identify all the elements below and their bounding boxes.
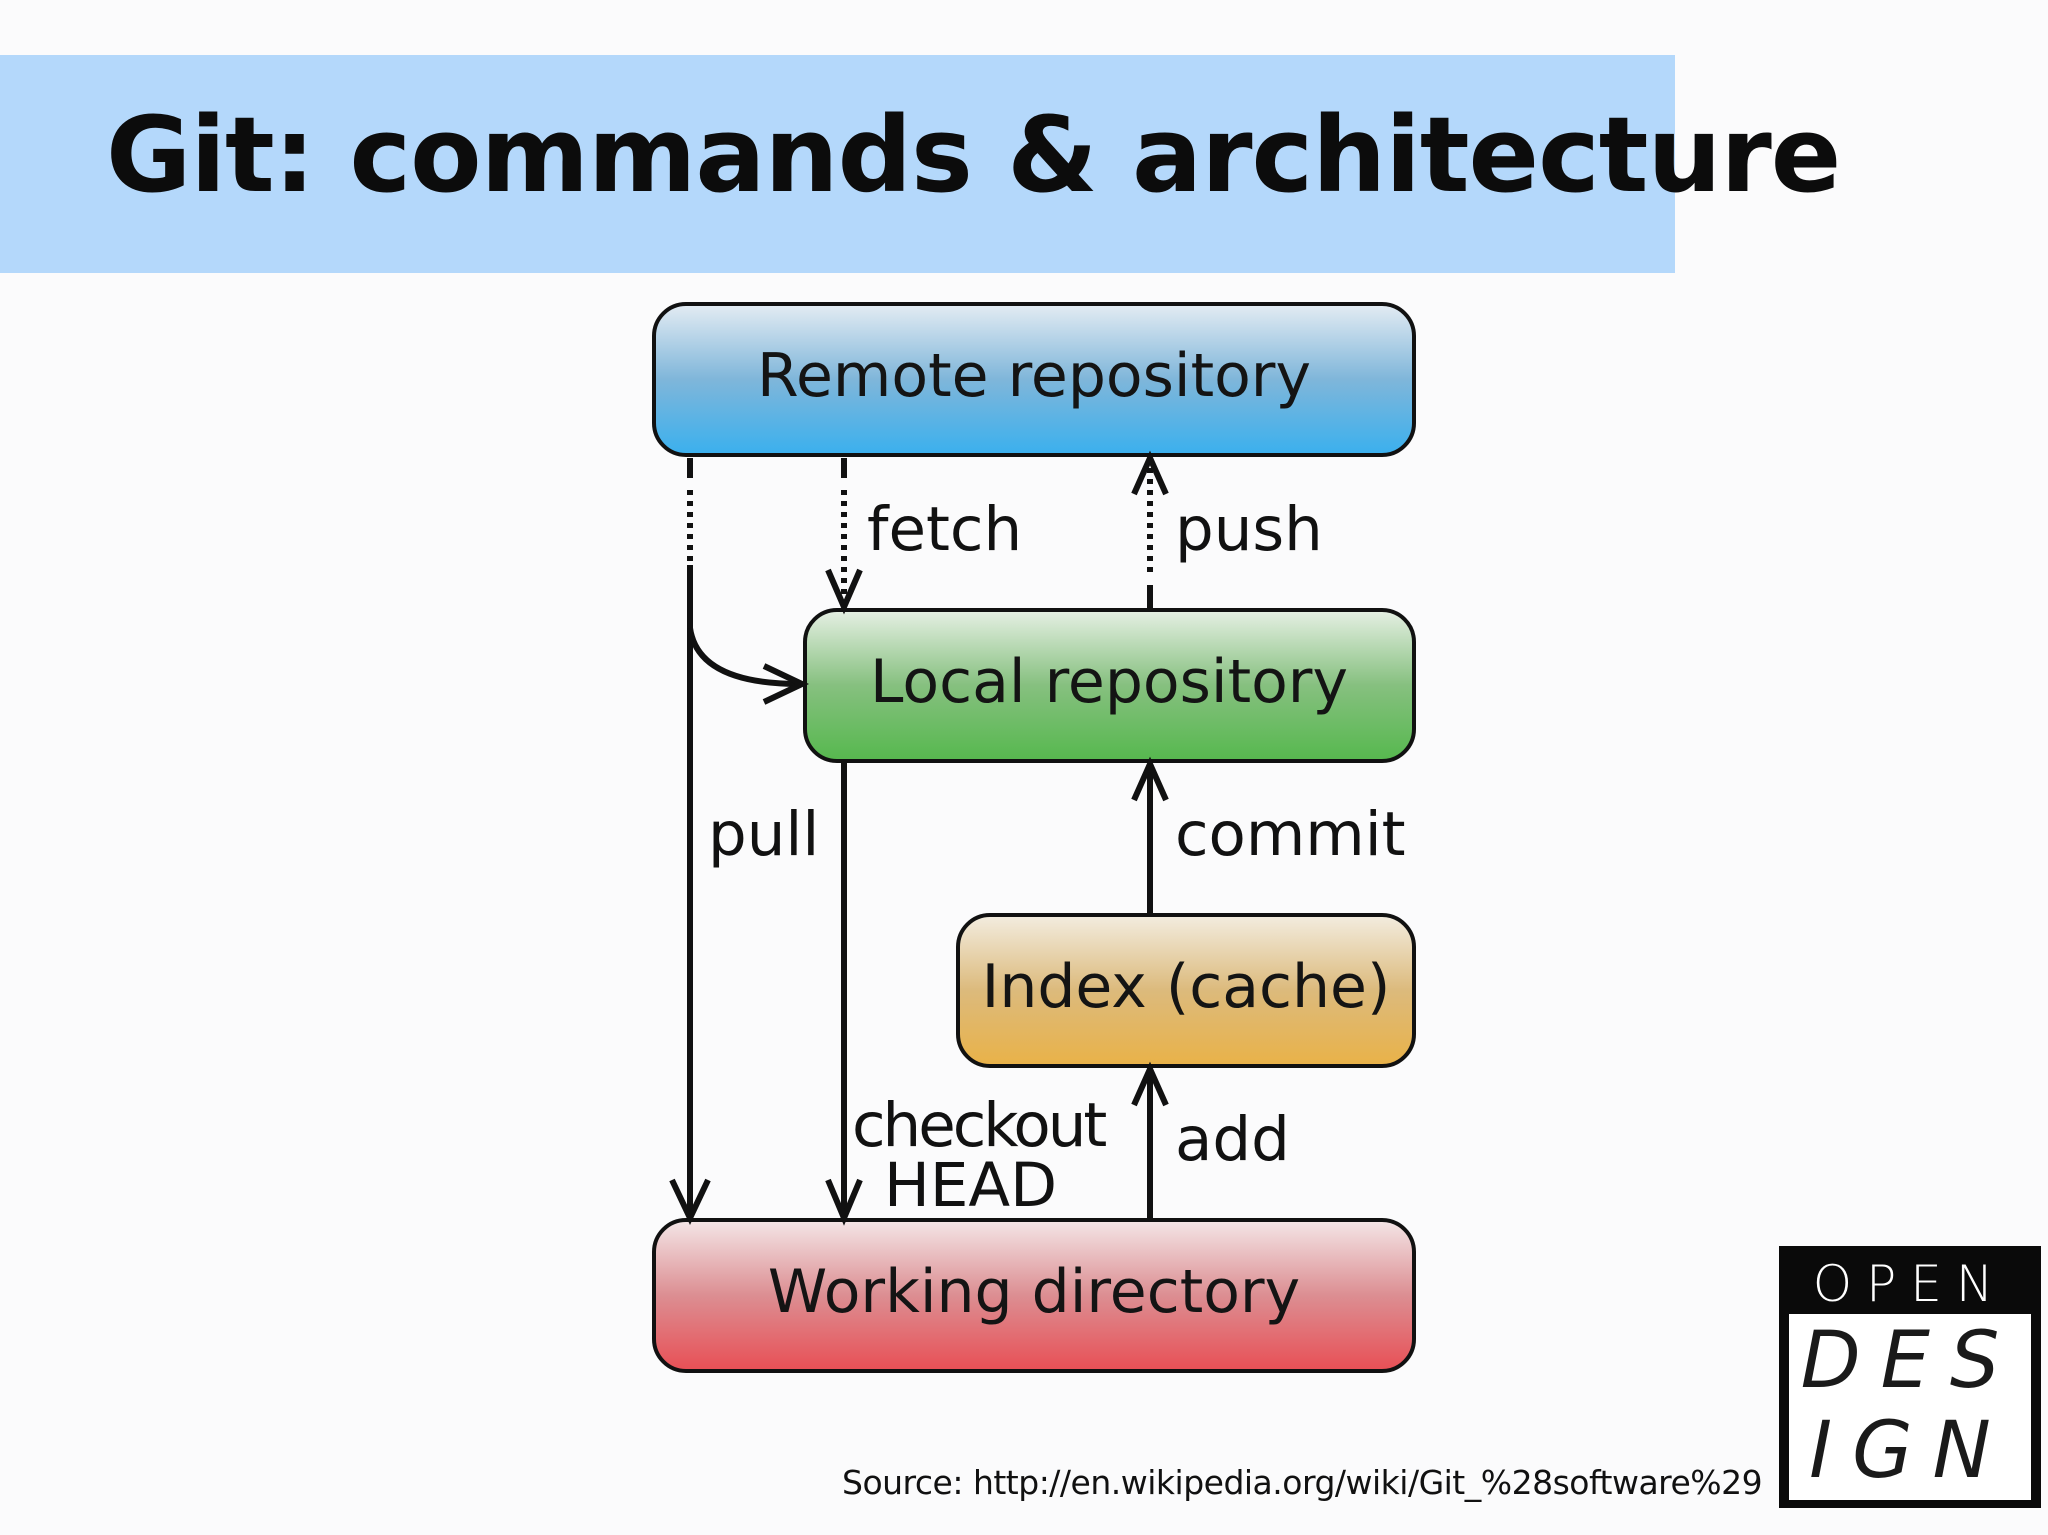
add-label: add (1175, 1104, 1290, 1175)
remote-repository-box: Remote repository (652, 302, 1416, 457)
slide-title: Git: commands & architecture (106, 94, 1841, 216)
logo-row-2: IGN (1809, 1406, 2011, 1496)
working-directory-label: Working directory (768, 1257, 1300, 1327)
logo-white-panel: DES IGN (1789, 1314, 2031, 1500)
open-design-logo: OPEN DES IGN (1779, 1246, 2041, 1508)
logo-row-1: DES (1800, 1316, 2020, 1406)
working-directory-box: Working directory (652, 1218, 1416, 1373)
index-cache-label: Index (cache) (982, 952, 1391, 1022)
remote-repository-label: Remote repository (757, 341, 1311, 411)
commit-label: commit (1175, 799, 1406, 870)
pull-arrow (669, 458, 810, 1226)
checkout-label: checkout (852, 1090, 1106, 1161)
checkout-head-arrow (825, 763, 863, 1226)
index-cache-box: Index (cache) (956, 913, 1416, 1068)
fetch-arrow (825, 458, 863, 615)
local-repository-label: Local repository (870, 647, 1348, 717)
title-band (0, 55, 1675, 273)
fetch-label: fetch (867, 494, 1022, 565)
source-citation: Source: http://en.wikipedia.org/wiki/Git… (842, 1463, 1763, 1502)
commit-arrow (1131, 756, 1169, 913)
push-label: push (1175, 494, 1323, 565)
head-label: HEAD (884, 1150, 1057, 1221)
add-arrow (1131, 1061, 1169, 1218)
local-repository-box: Local repository (803, 608, 1416, 763)
logo-top-text: OPEN (1812, 1255, 2008, 1313)
pull-label: pull (708, 799, 819, 870)
push-arrow (1131, 450, 1169, 608)
